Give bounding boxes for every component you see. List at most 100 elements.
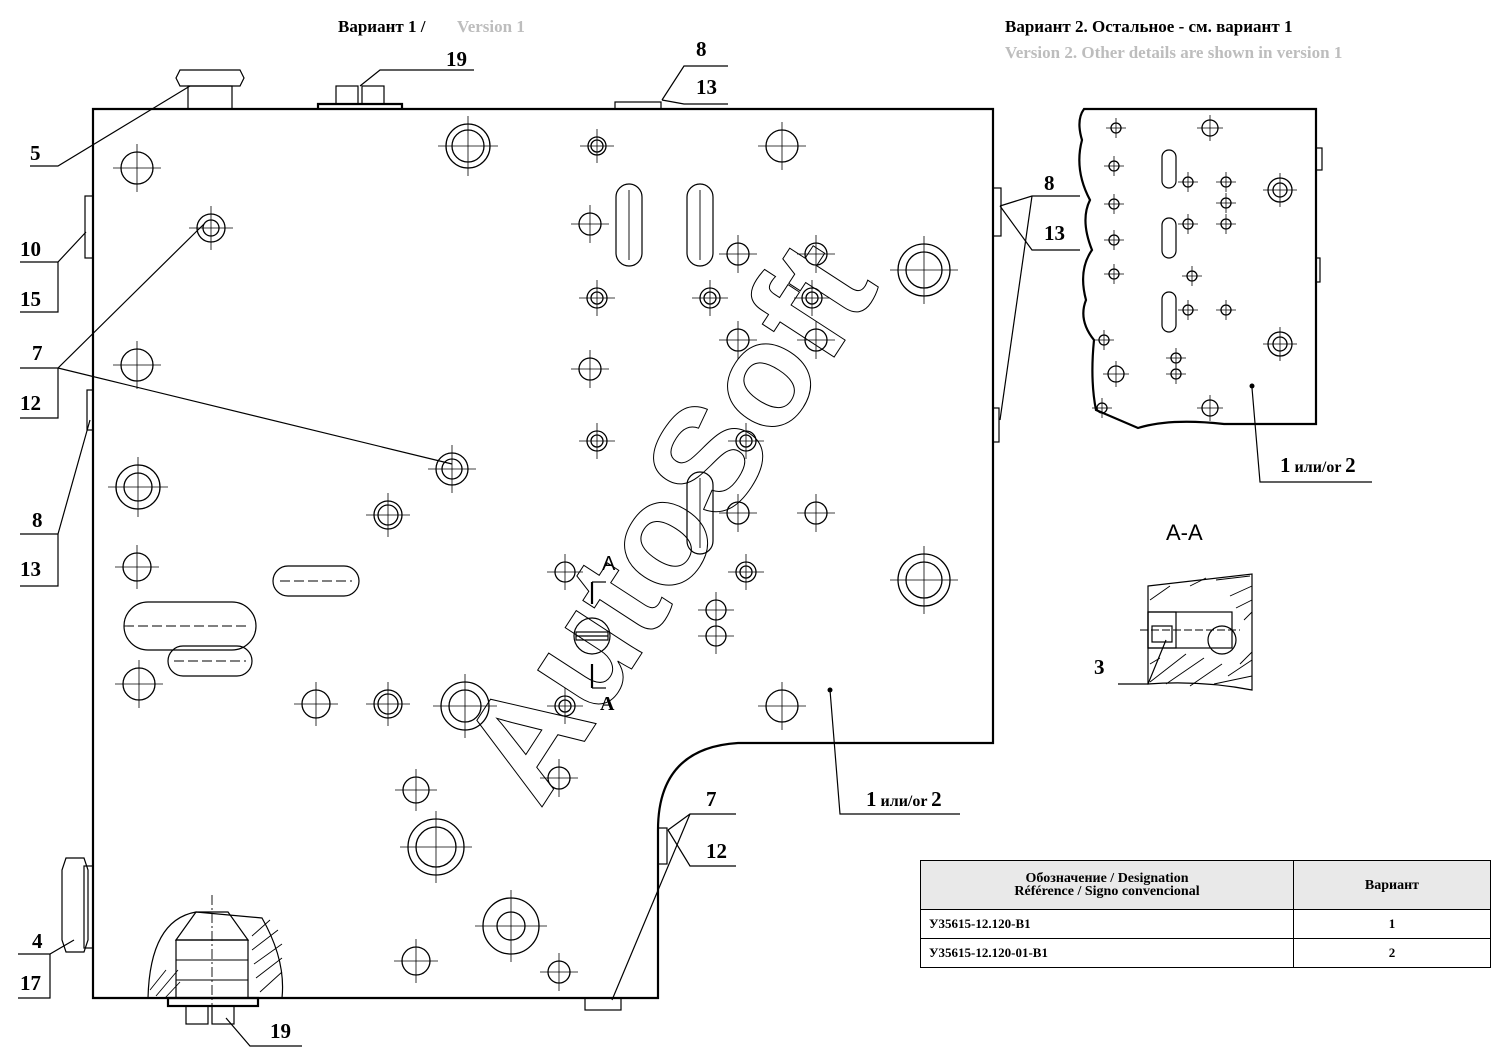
spec-row: У35615-12.120-В1 1 [920,909,1491,939]
callout-10: 10 [20,237,41,261]
hole [428,445,476,493]
header-v2-en: Version 2. Other details are shown in ve… [1005,43,1342,62]
hole [189,206,233,250]
part-label-main: 1 или/or 2 [866,787,942,811]
hole [1104,230,1124,250]
hole [571,350,609,388]
hole [1216,172,1236,192]
hole [540,759,578,797]
hole [797,494,835,532]
part-label-v2-num2: 2 [1345,453,1356,477]
hole [1197,395,1223,421]
header-v2-ru: Вариант 2. Остальное - см. вариант 1 [1005,17,1292,36]
slots-main [123,183,714,677]
spec-variant: 2 [1293,938,1491,968]
hole [1263,173,1297,207]
hole [890,236,958,304]
hole [1216,193,1236,213]
spec-code: У35615-12.120-01-В1 [920,938,1294,968]
main-plate-outline [91,107,995,1000]
plug-8-right [992,187,1002,237]
hole [758,682,806,730]
hole [719,494,757,532]
hole [113,144,161,192]
hole [547,554,583,590]
callout-12-bottom: 12 [706,839,727,863]
hole [1216,300,1236,320]
callout-13-left: 13 [20,557,41,581]
hole [115,660,163,708]
svg-text:1 или/or 2: 1 или/or 2 [866,787,942,811]
callout-3: 3 [1094,655,1105,679]
header-v1-ru: Вариант 1 / [338,17,426,36]
hole [797,235,835,273]
hole [1178,300,1198,320]
hole [794,280,830,316]
plug-7 [657,827,668,865]
hole [719,321,757,359]
hole [113,341,161,389]
hole [475,890,547,962]
hole [395,769,437,811]
spec-variant: 1 [1293,909,1491,939]
plug-bottom [584,997,622,1011]
hole [580,129,614,163]
hole [1106,118,1126,138]
leaders [18,65,1080,1047]
hole [797,321,835,359]
callout-13-right: 13 [1044,221,1065,245]
callout-8-left: 8 [32,508,43,532]
section-mark-a-bottom: A [600,693,615,715]
hole [579,280,615,316]
hole [1104,264,1124,284]
hole [400,811,472,883]
fitting-5 [175,69,245,110]
hole [1182,266,1202,286]
hole [1104,156,1124,176]
callout-13-top: 13 [696,75,717,99]
callout-19-top: 19 [446,47,467,71]
plug-10 [84,195,94,259]
hole [1166,364,1186,384]
section-aa-view: A-A [1118,520,1253,691]
callout-8-right: 8 [1044,171,1055,195]
holes-main [108,116,958,991]
callout-7-bottom: 7 [706,787,717,811]
hole [433,674,497,738]
watermark: AutoSoft [428,213,908,828]
callout-8-top: 8 [696,37,707,61]
hole [540,953,578,991]
part-label-v2-num: 1 [1280,453,1291,477]
plug-8-right-lower [992,407,1000,443]
callout-5: 5 [30,141,41,165]
hole [579,423,615,459]
callout-12-left: 12 [20,391,41,415]
spec-header-variant: Вариант [1293,860,1491,910]
hole [728,554,764,590]
bottom-cutaway [147,895,284,1025]
hole [571,205,609,243]
part-label-main-text: или/or [877,793,932,810]
hole [1103,361,1129,387]
hole [692,280,728,316]
spec-header-line-2: Référence / Signo convencional [1014,884,1200,899]
hole [1094,330,1114,350]
part-label-main-num: 1 [866,787,877,811]
plug-8-top [614,101,662,110]
plug-8-left [86,389,94,431]
callout-7-left: 7 [32,341,43,365]
hole [1104,194,1124,214]
hole [438,116,498,176]
part-label-v2: 1 или/or 2 [1249,383,1372,483]
callout-4: 4 [32,929,43,953]
spec-row: У35615-12.120-01-В1 2 [920,938,1491,968]
hole [1216,214,1236,234]
callout-15: 15 [20,287,41,311]
part-label-main-num2: 2 [931,787,942,811]
hole [719,235,757,273]
hole [108,457,168,517]
hole [1263,327,1297,361]
part-leader-dot [827,687,833,693]
